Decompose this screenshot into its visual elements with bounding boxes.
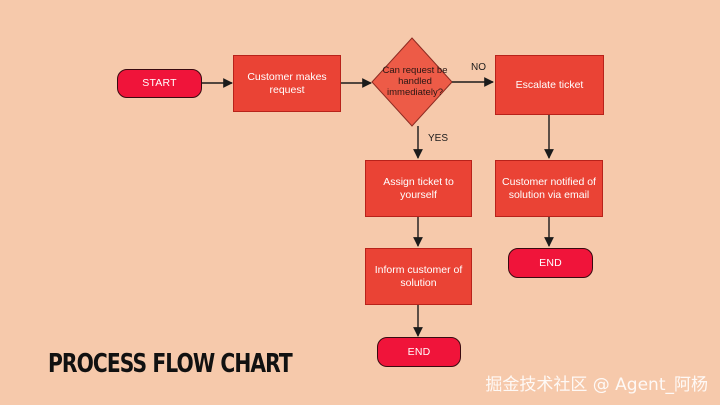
inform-node: Inform customer of solution [365,248,472,305]
end-label-right: END [539,256,562,269]
escalate-label: Escalate ticket [515,78,584,91]
decision-label: Can request be handled immediately? [382,65,448,98]
assign-node: Assign ticket to yourself [365,160,472,217]
end-node-left: END [377,337,461,367]
edge-label-no: NO [471,62,486,73]
escalate-node: Escalate ticket [495,55,604,115]
chart-title: PROCESS FLOW CHART [48,349,293,379]
inform-label: Inform customer of solution [374,263,463,289]
start-label: START [142,77,177,89]
end-label-left: END [407,345,431,358]
start-node: START [117,69,202,98]
customer-request-node: Customer makes request [233,55,341,112]
customer-request-label: Customer makes request [247,70,327,96]
notified-node: Customer notified of solution via email [495,160,603,217]
notified-label: Customer notified of solution via email [502,175,596,201]
edge-label-yes: YES [428,133,449,144]
assign-label: Assign ticket to yourself [383,175,454,201]
watermark: 掘金技术社区 @ Agent_阿杨 [485,375,708,395]
decision-diamond [371,37,453,127]
end-node-right: END [508,248,593,278]
